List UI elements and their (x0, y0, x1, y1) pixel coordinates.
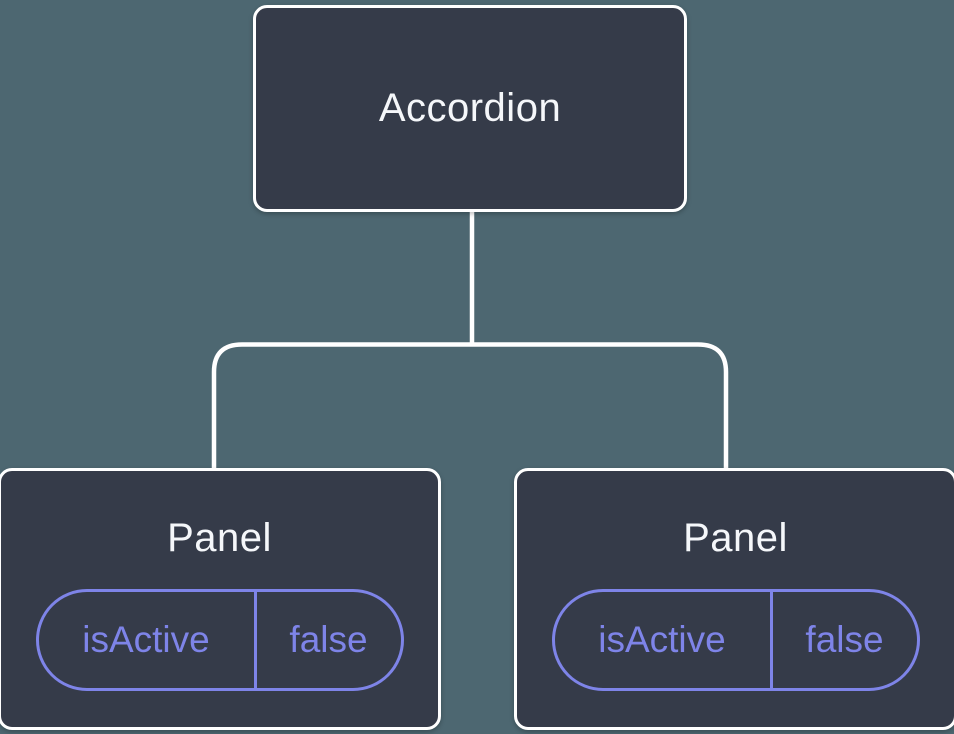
state-pill: isActive false (551, 589, 920, 691)
state-value: false (289, 619, 368, 660)
component-label-panel: Panel (683, 516, 788, 560)
component-node-panel-right: Panel isActive false (514, 468, 954, 730)
state-key: isActive (82, 619, 210, 660)
state-value: false (805, 619, 884, 660)
component-label-panel: Panel (167, 516, 272, 560)
component-node-accordion: Accordion (253, 5, 687, 212)
component-label-accordion: Accordion (378, 86, 562, 130)
pill-divider (253, 592, 257, 688)
pill-divider (769, 592, 773, 688)
state-key: isActive (598, 619, 726, 660)
connector-branch (211, 342, 729, 471)
state-pill: isActive false (35, 589, 404, 691)
component-node-panel-left: Panel isActive false (0, 468, 441, 730)
